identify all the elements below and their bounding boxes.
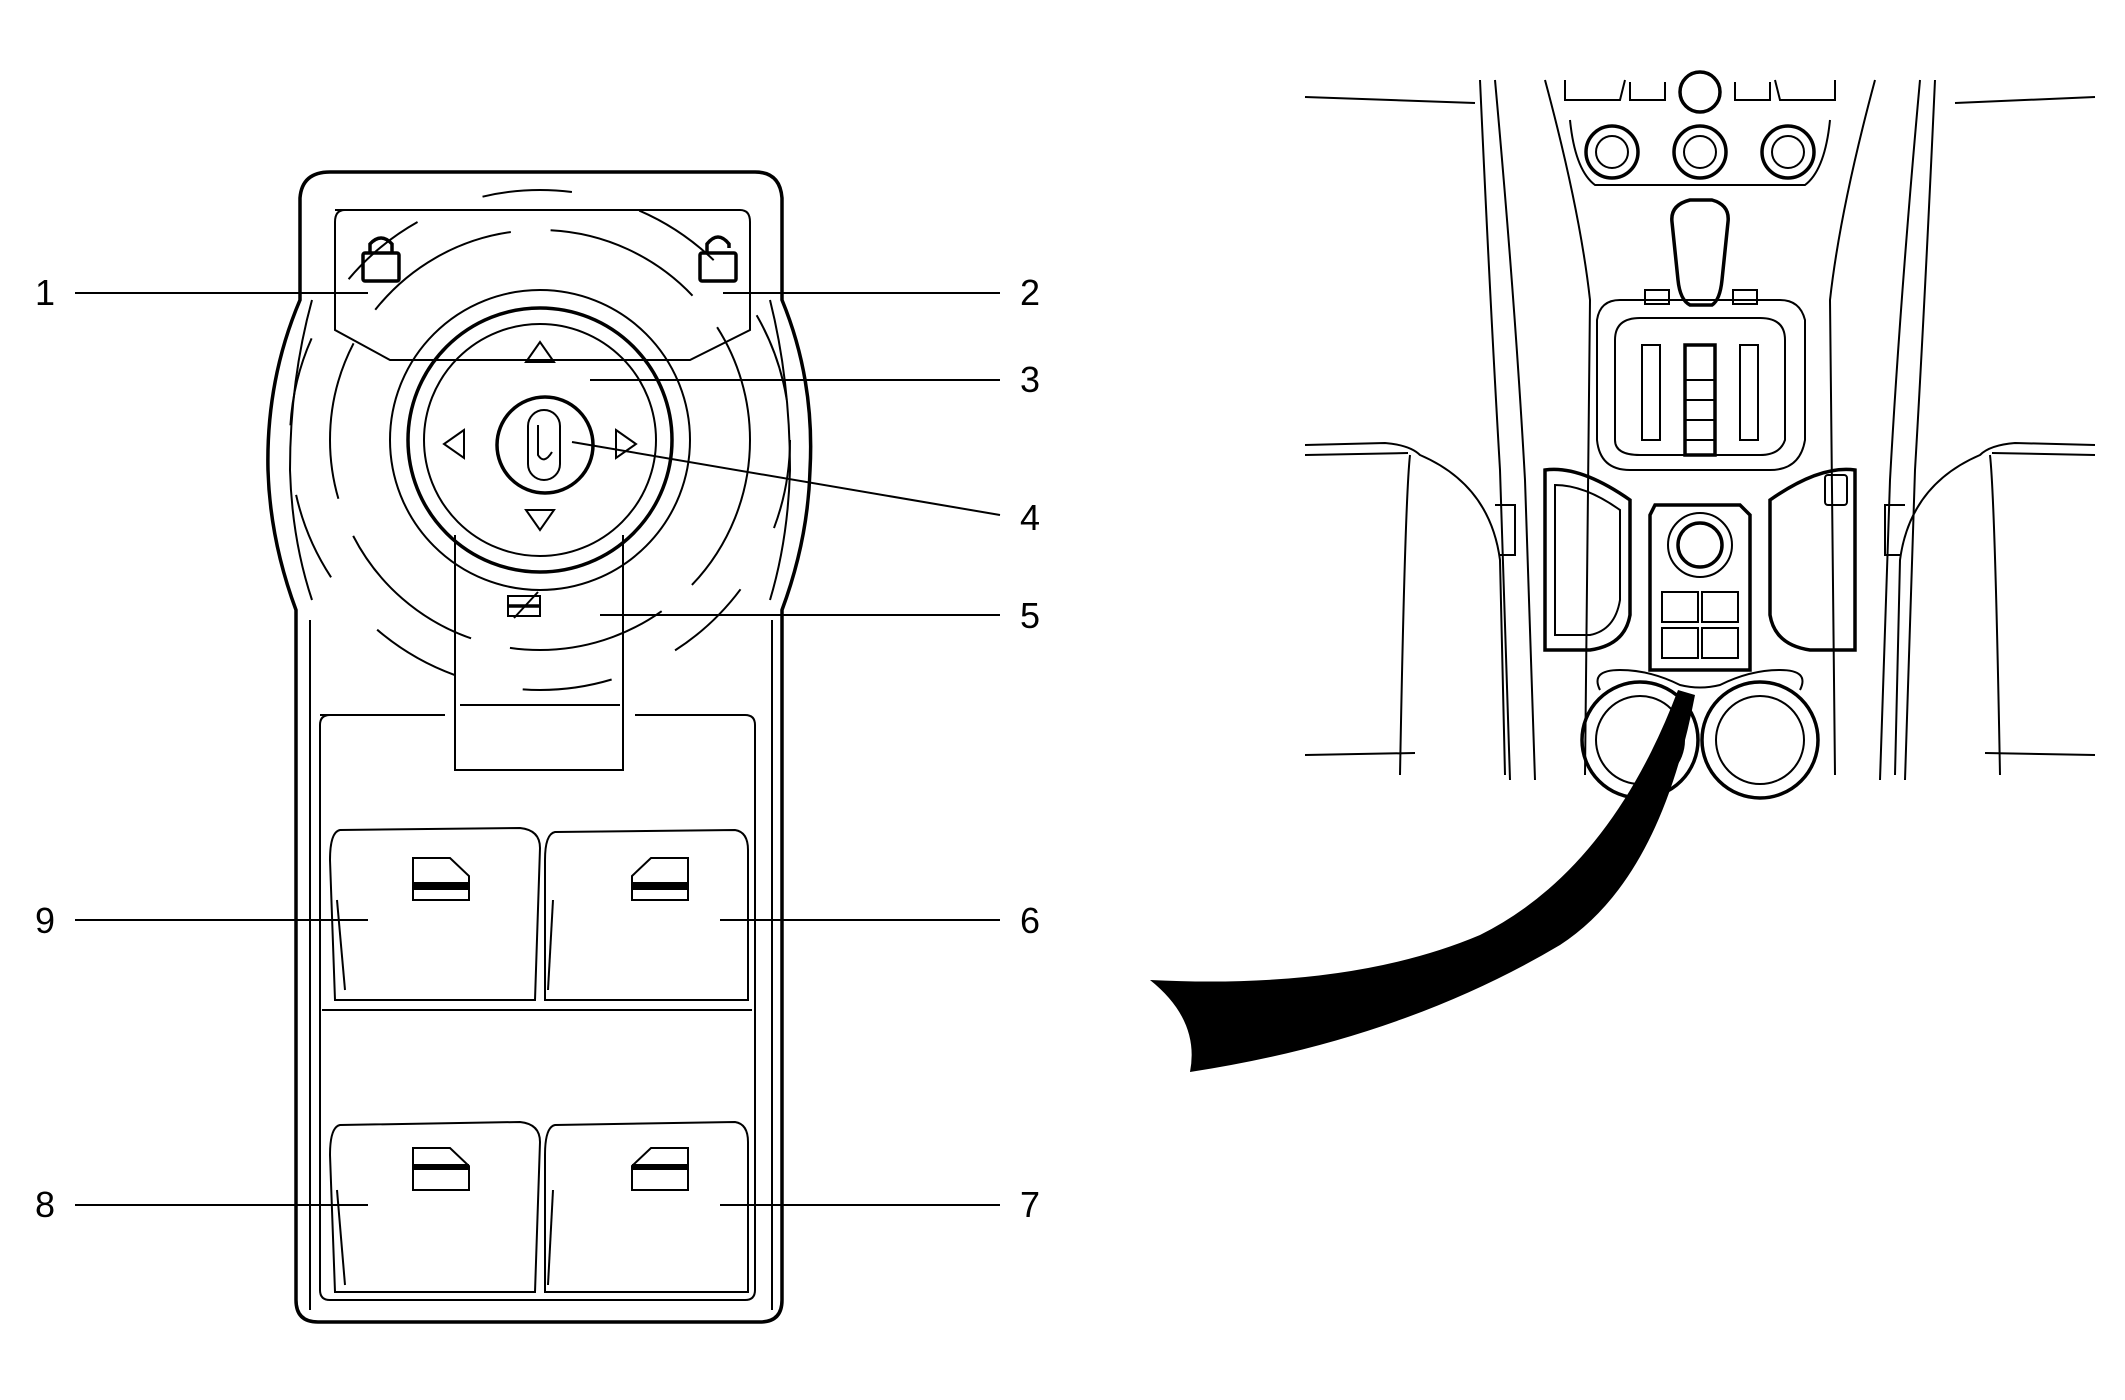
- callout-9: 9: [34, 900, 56, 941]
- mirror-control[interactable]: [389, 289, 691, 591]
- window-switch-7[interactable]: [544, 1120, 749, 1293]
- switch-bezel: [319, 714, 756, 1301]
- window-switch-8[interactable]: [328, 1120, 542, 1293]
- window-switch-icon: [631, 1147, 689, 1191]
- arrow-right-icon[interactable]: [615, 428, 638, 460]
- arrow-left-icon[interactable]: [442, 428, 465, 460]
- gear-shifter: [1596, 198, 1806, 471]
- arrow-down-icon[interactable]: [524, 509, 556, 532]
- panel-housing: [266, 170, 813, 1324]
- callout-3: 3: [1019, 359, 1041, 400]
- window-switch-icon: [631, 857, 689, 901]
- window-switch-icon: [412, 857, 470, 901]
- switch-panel: [266, 170, 813, 1324]
- callout-8: 8: [34, 1184, 56, 1225]
- window-lockout-icon: [507, 591, 541, 619]
- window-switch-6[interactable]: [544, 828, 749, 1001]
- mirror-select-knob[interactable]: [495, 395, 595, 495]
- leader-lines: [75, 292, 1001, 1206]
- callout-7: 7: [1019, 1184, 1041, 1225]
- callout-2: 2: [1019, 272, 1041, 313]
- window-switch-9[interactable]: [328, 826, 542, 1001]
- callout-1: 1: [34, 272, 56, 313]
- center-console-view: [1304, 70, 2096, 800]
- lock-bezel: [334, 209, 751, 361]
- callout-5: 5: [1019, 595, 1041, 636]
- lock-icon[interactable]: [361, 236, 401, 283]
- unlock-icon[interactable]: [698, 235, 738, 283]
- hvac-knobs: [1584, 124, 1816, 180]
- console-window-switch-panel: [1648, 503, 1752, 672]
- arrow-up-icon[interactable]: [524, 340, 556, 363]
- locator-arrow: [1150, 690, 1695, 1072]
- window-lockout-button[interactable]: [454, 535, 624, 771]
- callout-4: 4: [1019, 497, 1041, 538]
- callout-6: 6: [1019, 900, 1041, 941]
- leader-line-4: [571, 441, 1001, 516]
- window-switch-icon: [412, 1147, 470, 1191]
